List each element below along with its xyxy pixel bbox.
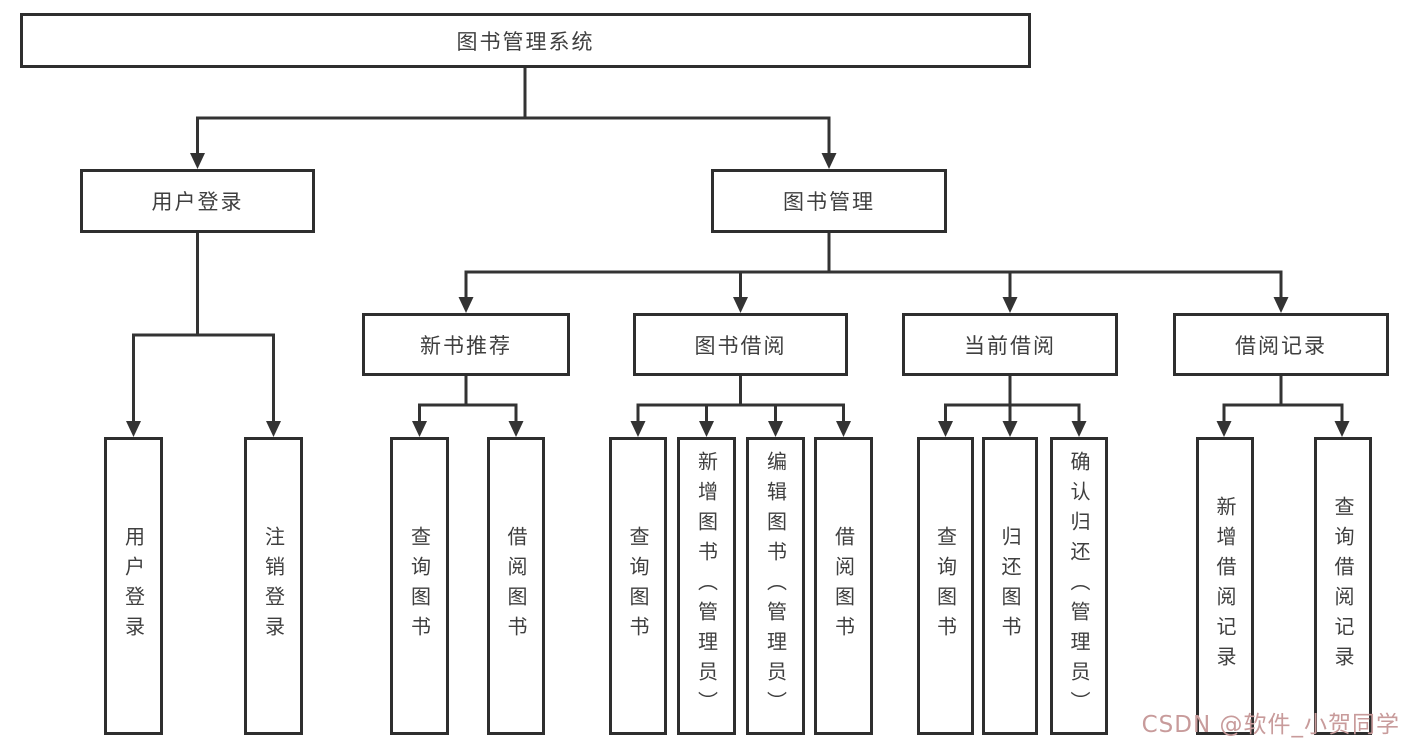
node-user-login-label: 用户登录	[151, 190, 244, 214]
leaf-borrow-books-1-label: 借阅图书	[504, 526, 528, 646]
node-book-management-label: 图书管理	[783, 190, 875, 214]
leaf-query-books-3: 查询图书	[917, 437, 974, 735]
node-book-management: 图书管理	[711, 169, 947, 233]
node-book-borrow-label: 图书借阅	[694, 333, 787, 358]
node-borrow-records-label: 借阅记录	[1235, 333, 1327, 358]
leaf-borrow-books-2: 借阅图书	[814, 437, 873, 735]
node-current-borrow-label: 当前借阅	[964, 333, 1056, 358]
leaf-edit-books-admin: 编辑图书（管理员）	[746, 437, 805, 735]
leaf-add-borrow-record-label: 新增借阅记录	[1213, 496, 1237, 676]
leaf-query-books-3-label: 查询图书	[933, 526, 958, 646]
leaf-query-borrow-record: 查询借阅记录	[1314, 437, 1372, 735]
leaf-add-books-admin: 新增图书（管理员）	[677, 437, 736, 735]
leaf-return-books: 归还图书	[982, 437, 1038, 735]
node-book-borrow: 图书借阅	[633, 313, 848, 376]
leaf-confirm-return-admin: 确认归还（管理员）	[1050, 437, 1108, 735]
csdn-watermark: CSDN @软件_小贺同学	[1141, 712, 1400, 738]
node-root-label: 图书管理系统	[456, 29, 595, 54]
leaf-query-books-1: 查询图书	[390, 437, 449, 735]
node-root-system: 图书管理系统	[20, 13, 1031, 68]
leaf-borrow-books-2-label: 借阅图书	[831, 526, 856, 646]
leaf-user-login-label: 用户登录	[121, 526, 146, 646]
leaf-query-borrow-record-label: 查询借阅记录	[1331, 496, 1355, 676]
leaf-user-login: 用户登录	[104, 437, 163, 735]
node-new-book-recommend-label: 新书推荐	[420, 333, 512, 358]
leaf-confirm-return-admin-label: 确认归还（管理员）	[1067, 451, 1091, 721]
leaf-add-borrow-record: 新增借阅记录	[1196, 437, 1254, 735]
node-current-borrow: 当前借阅	[902, 313, 1118, 376]
leaf-query-books-2-label: 查询图书	[626, 526, 650, 646]
leaf-query-books-2: 查询图书	[609, 437, 667, 735]
node-new-book-recommend: 新书推荐	[362, 313, 570, 376]
leaf-return-books-label: 归还图书	[998, 526, 1022, 646]
leaf-logout-label: 注销登录	[261, 526, 286, 646]
leaf-borrow-books-1: 借阅图书	[487, 437, 545, 735]
leaf-add-books-admin-label: 新增图书（管理员）	[694, 451, 719, 721]
leaf-logout: 注销登录	[244, 437, 303, 735]
node-borrow-records: 借阅记录	[1173, 313, 1389, 376]
leaf-query-books-1-label: 查询图书	[407, 526, 432, 646]
leaf-edit-books-admin-label: 编辑图书（管理员）	[763, 451, 788, 721]
node-user-login: 用户登录	[80, 169, 315, 233]
